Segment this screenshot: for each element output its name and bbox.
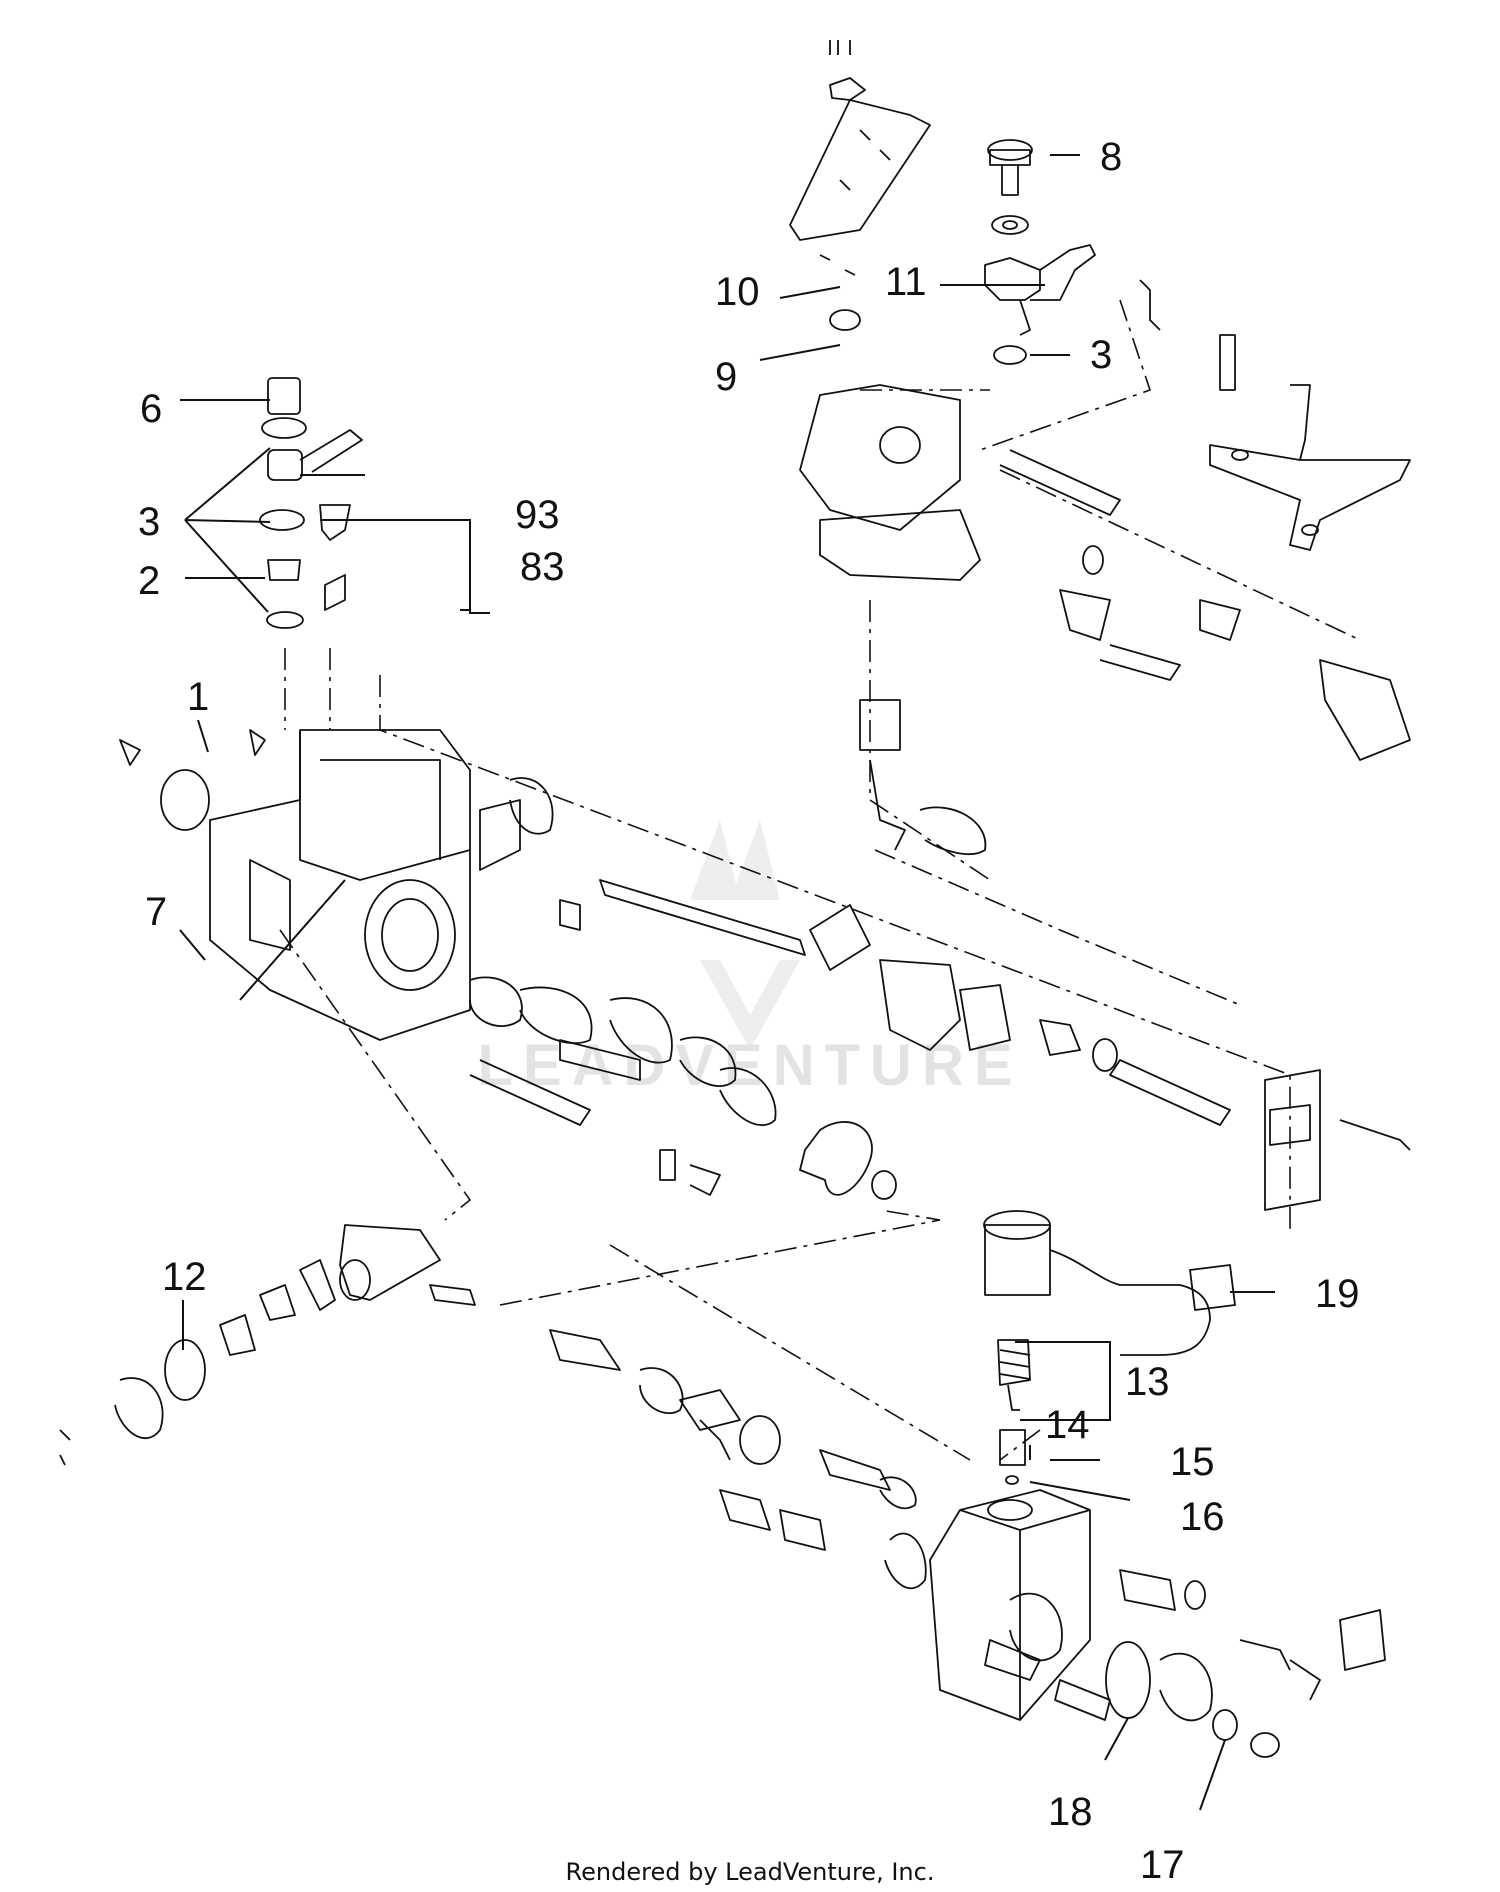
callout-3-right: 3 [1090, 333, 1112, 377]
callout-12: 12 [162, 1255, 207, 1299]
callout-9: 9 [715, 355, 737, 399]
callout-3-left: 3 [138, 500, 160, 544]
linkage-bracket [1139, 279, 1411, 551]
callout-labels: 6 3 2 93 83 1 7 8 10 11 9 3 12 19 13 14 … [138, 135, 1360, 1887]
callout-15: 15 [1170, 1440, 1215, 1484]
callout-13: 13 [1125, 1360, 1170, 1404]
callout-18: 18 [1048, 1790, 1093, 1834]
callout-1: 1 [187, 675, 209, 719]
callout-19: 19 [1315, 1272, 1360, 1316]
watermark-logo [690, 820, 800, 1050]
callout-11: 11 [885, 260, 927, 304]
callout-16: 16 [1180, 1495, 1225, 1539]
render-credit: Rendered by LeadVenture, Inc. [566, 1858, 935, 1886]
fuel-cut-solenoid-group [983, 1210, 1236, 1485]
callout-leader-lines [179, 154, 1275, 1811]
callout-7: 7 [145, 890, 167, 934]
callout-93: 93 [515, 493, 560, 537]
governor-linkage-group [789, 40, 1411, 855]
carburetor-body-left [119, 729, 554, 1041]
callout-17: 17 [1140, 1843, 1185, 1887]
callout-10: 10 [715, 270, 760, 314]
throttle-shaft-assembly [559, 879, 1411, 1211]
callout-14: 14 [1045, 1403, 1090, 1447]
idle-screw-and-lever [984, 139, 1096, 365]
callout-8: 8 [1100, 135, 1122, 179]
assembly-guide-lines [279, 299, 1361, 1461]
float-bowl-body [929, 1489, 1386, 1758]
pump-parts-group [59, 1224, 476, 1466]
callout-83: 83 [520, 545, 565, 589]
watermark-text: LEADVENTURE [477, 1033, 1022, 1098]
choke-shaft-assembly [469, 976, 897, 1200]
main-jet-parts-group [549, 1329, 927, 1590]
callout-2: 2 [138, 559, 160, 603]
callout-6: 6 [140, 387, 162, 431]
float-chamber-cover-group [259, 377, 363, 629]
